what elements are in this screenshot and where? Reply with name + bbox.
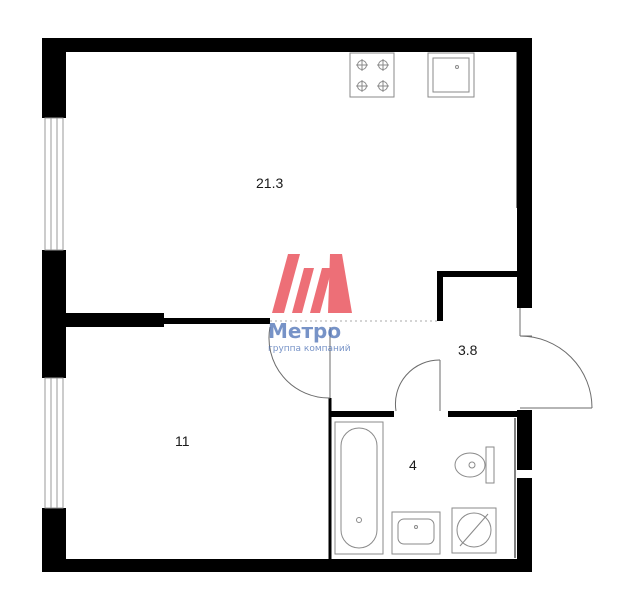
wall-left-upper (42, 38, 66, 118)
logo-brand-text: Метро (268, 319, 341, 343)
door-swing-entrance (519, 335, 593, 409)
partition-thin (164, 318, 270, 324)
kitchen-sink (427, 52, 475, 98)
partition-thick (66, 313, 164, 327)
toilet (454, 446, 495, 484)
burner-icon (356, 59, 368, 71)
wall-top (42, 38, 532, 52)
area-label-bedroom: 11 (175, 433, 190, 449)
logo-m-left (272, 254, 300, 313)
logo-m-right (328, 254, 352, 313)
interior-walls (66, 271, 520, 559)
bath-top-left (330, 411, 394, 417)
wall-left-middle (42, 250, 66, 378)
burner-icon (377, 80, 389, 92)
logo-m-left-inner (292, 268, 314, 313)
wall-bottom (42, 559, 532, 572)
washing-machine (451, 507, 497, 554)
wall-right-lower (517, 410, 532, 470)
bathroom-fixtures (334, 418, 516, 558)
wall-right-upper (517, 38, 532, 208)
kitchen-fixtures (349, 52, 475, 98)
windows (44, 117, 64, 509)
watermark-logo: Метро группа компаний (268, 254, 352, 354)
area-label-living-kitchen: 21.3 (256, 175, 283, 191)
bathroom-sink (391, 511, 441, 555)
outer-walls (42, 38, 532, 572)
area-label-hallway: 3.8 (458, 342, 478, 358)
logo-m-right-inner (310, 268, 332, 313)
burner-icon (356, 80, 368, 92)
logo-tagline-text: группа компаний (268, 344, 351, 354)
door-swing-bathroom (394, 359, 441, 412)
stove (349, 52, 395, 98)
burner-icon (377, 59, 389, 71)
door-swing-bedroom (268, 326, 331, 399)
wall-right-upper-thick (517, 208, 532, 308)
area-label-bathroom: 4 (409, 457, 417, 473)
bathtub (334, 421, 384, 555)
niche-left (437, 271, 443, 321)
window-lower (44, 377, 64, 509)
doors (268, 308, 593, 412)
bath-top-right (448, 411, 520, 417)
wall-right-bottom (517, 478, 532, 572)
niche-top (437, 271, 520, 277)
window-upper (44, 117, 64, 251)
